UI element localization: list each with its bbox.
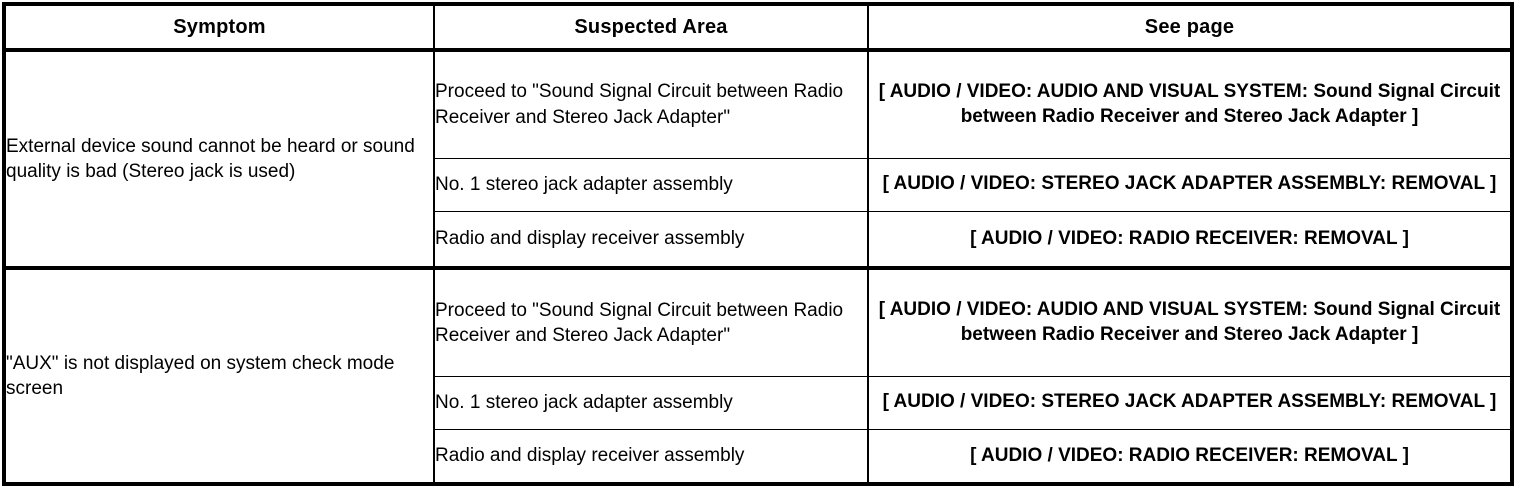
table-header-row: Symptom Suspected Area See page <box>6 6 1510 52</box>
column-header-symptom: Symptom <box>6 6 435 52</box>
table-row: "AUX" is not displayed on system check m… <box>6 268 1510 482</box>
troubleshooting-table: Symptom Suspected Area See page External… <box>6 6 1510 482</box>
suspected-area-cell: Radio and display receiver assembly <box>434 429 869 482</box>
column-header-suspected-area: Suspected Area <box>434 6 869 52</box>
table-body: External device sound cannot be heard or… <box>6 50 1510 482</box>
suspected-area-cell: Proceed to "Sound Signal Circuit between… <box>434 268 869 377</box>
table-header: Symptom Suspected Area See page <box>6 6 1510 52</box>
suspected-area-cell: No. 1 stereo jack adapter assembly <box>434 376 869 431</box>
suspected-area-cell: No. 1 stereo jack adapter assembly <box>434 158 869 212</box>
see-page-cell: [ AUDIO / VIDEO: STEREO JACK ADAPTER ASS… <box>868 158 1510 212</box>
see-page-cell: [ AUDIO / VIDEO: RADIO RECEIVER: REMOVAL… <box>868 211 1510 270</box>
column-header-see-page: See page <box>868 6 1510 52</box>
suspected-area-cell: Radio and display receiver assembly <box>434 211 869 270</box>
see-page-cell: [ AUDIO / VIDEO: STEREO JACK ADAPTER ASS… <box>868 376 1510 431</box>
table-row: Radio and display receiver assembly [ AU… <box>6 211 1510 270</box>
table-row: No. 1 stereo jack adapter assembly [ AUD… <box>6 376 1510 431</box>
table-row: Radio and display receiver assembly [ AU… <box>6 429 1510 482</box>
suspected-area-cell: Proceed to "Sound Signal Circuit between… <box>434 50 869 159</box>
see-page-cell: [ AUDIO / VIDEO: AUDIO AND VISUAL SYSTEM… <box>868 50 1510 159</box>
table-row: External device sound cannot be heard or… <box>6 50 1510 271</box>
symptom-cell: External device sound cannot be heard or… <box>6 50 435 271</box>
see-page-cell: [ AUDIO / VIDEO: AUDIO AND VISUAL SYSTEM… <box>868 268 1510 377</box>
symptom-cell: "AUX" is not displayed on system check m… <box>6 268 435 482</box>
see-page-cell: [ AUDIO / VIDEO: RADIO RECEIVER: REMOVAL… <box>868 429 1510 482</box>
table-row: No. 1 stereo jack adapter assembly [ AUD… <box>6 158 1510 212</box>
